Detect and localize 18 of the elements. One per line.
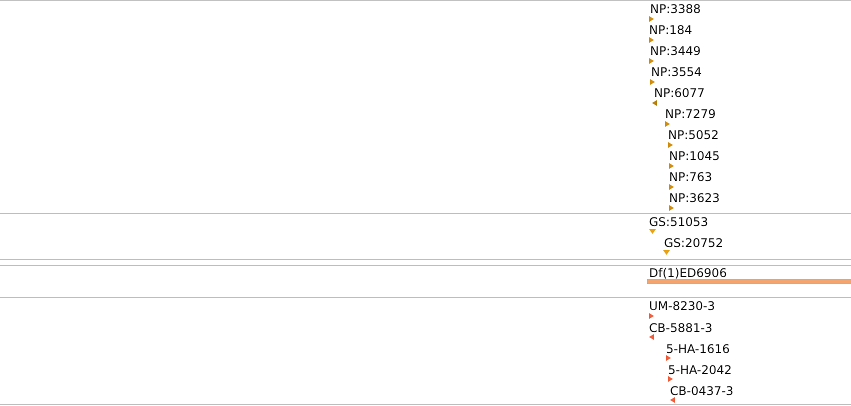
feature-label: NP:7279 bbox=[665, 107, 716, 121]
feature-label: NP:763 bbox=[669, 170, 712, 184]
feature-label: NP:3623 bbox=[669, 191, 720, 205]
feature-label: UM-8230-3 bbox=[649, 299, 715, 313]
feature-label: NP:6077 bbox=[654, 86, 705, 100]
feature-label: Df(1)ED6906 bbox=[649, 266, 727, 280]
feature-label: CB-0437-3 bbox=[670, 384, 734, 398]
feature-label: GS:51053 bbox=[649, 215, 708, 229]
feature-label: CB-5881-3 bbox=[649, 321, 712, 335]
feature-label: NP:3554 bbox=[651, 65, 702, 79]
feature-label: GS:20752 bbox=[664, 236, 724, 250]
feature-label: NP:1045 bbox=[669, 149, 720, 163]
feature-label: 5-HA-1616 bbox=[666, 342, 730, 356]
feature-label: NP:3449 bbox=[650, 44, 701, 58]
feature-label: NP:184 bbox=[649, 23, 692, 37]
feature-label: NP:5052 bbox=[668, 128, 719, 142]
feature-label: 5-HA-2042 bbox=[668, 363, 732, 377]
feature-label: NP:3388 bbox=[650, 2, 701, 16]
